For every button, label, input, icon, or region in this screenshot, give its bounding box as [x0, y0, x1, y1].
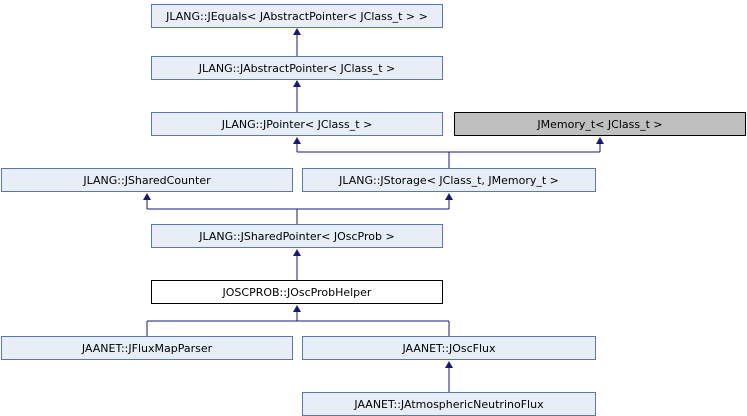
node-joscprobhelper: JOSCPROB::JOscProbHelper — [151, 280, 443, 304]
node-jequals[interactable]: JLANG::JEquals< JAbstractPointer< JClass… — [151, 4, 443, 28]
node-jsharedpointer[interactable]: JLANG::JSharedPointer< JOscProb > — [151, 224, 443, 248]
node-jabstractpointer[interactable]: JLANG::JAbstractPointer< JClass_t > — [151, 56, 443, 80]
node-jsharedcounter[interactable]: JLANG::JSharedCounter — [1, 168, 293, 192]
node-jmemory[interactable]: JMemory_t< JClass_t > — [454, 112, 746, 136]
node-jstorage[interactable]: JLANG::JStorage< JClass_t, JMemory_t > — [302, 168, 596, 192]
node-joscflux[interactable]: JAANET::JOscFlux — [302, 336, 596, 360]
node-jfluxmapparser[interactable]: JAANET::JFluxMapParser — [1, 336, 293, 360]
node-jatmosphericneutrinoflux[interactable]: JAANET::JAtmosphericNeutrinoFlux — [302, 392, 596, 416]
edge-jstorage-bus — [297, 151, 450, 168]
node-jpointer[interactable]: JLANG::JPointer< JClass_t > — [151, 112, 443, 136]
